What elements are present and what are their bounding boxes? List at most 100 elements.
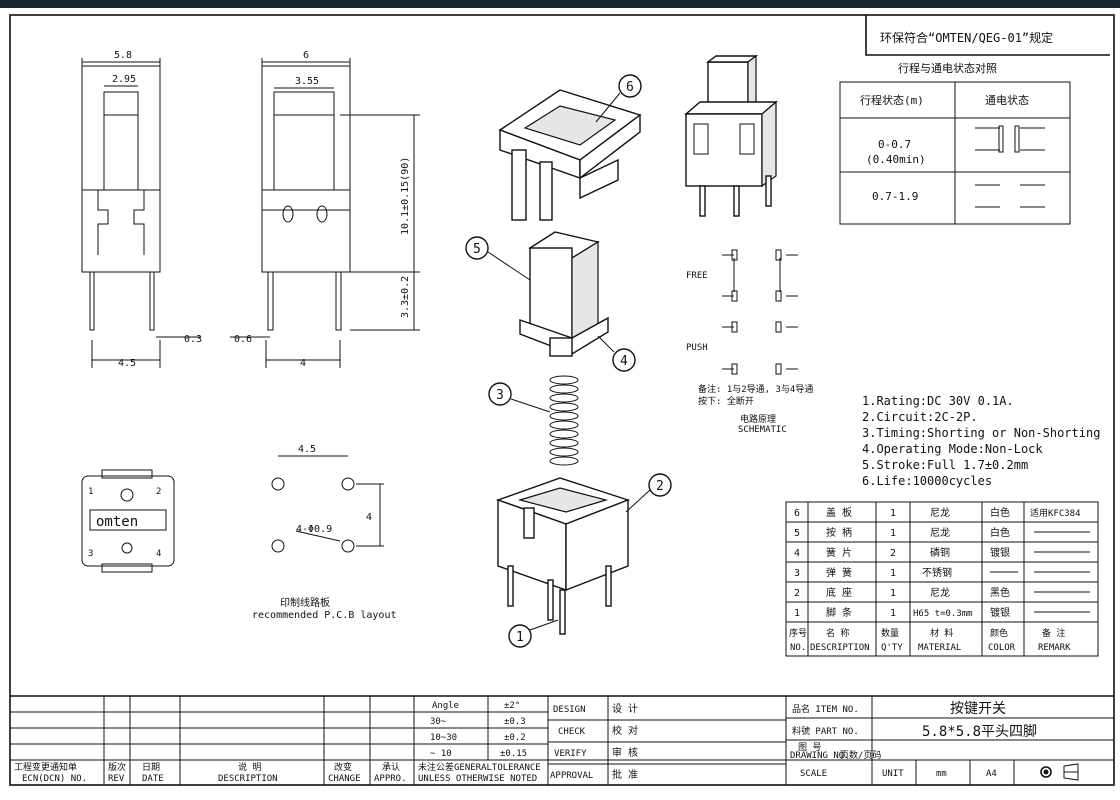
bom-header-material: 材 料 bbox=[930, 627, 953, 639]
pcb-dim-4: 4 bbox=[366, 512, 372, 523]
tb-ecn-en: ECN(DCN) NO. bbox=[22, 774, 87, 784]
compliance-box: 环保符合“OMTEN/QEG-01”规定 bbox=[865, 15, 1110, 56]
callouts: 6 5 4 3 2 1 bbox=[465, 74, 672, 648]
bom-header: 序号 NO. 名 称 DESCRIPTION 数量 Q'TY 材 料 MATER… bbox=[789, 627, 1071, 653]
bom-header-no: 序号 bbox=[789, 627, 807, 639]
bom-qty: 2 bbox=[890, 548, 896, 559]
bom-material: 不锈钢 bbox=[922, 566, 952, 579]
schematic-note2: 按下: 全断开 bbox=[698, 395, 754, 407]
top-pin-2: 2 bbox=[156, 487, 161, 497]
tb-design: DESIGN bbox=[553, 705, 586, 715]
callout-2: 2 bbox=[656, 479, 664, 494]
schematic-subtitle: SCHEMATIC bbox=[738, 425, 787, 435]
bom-no: 5 bbox=[794, 528, 800, 539]
stroke-row2: 0.7-1.9 bbox=[872, 190, 918, 203]
omten-logo: omten bbox=[96, 514, 138, 530]
dim-2-95: 2.95 bbox=[112, 74, 136, 85]
bom-header-remark: 备 注 bbox=[1042, 627, 1065, 639]
callout-6: 6 bbox=[626, 80, 634, 95]
tb-ecn: 工程变更通知单 bbox=[14, 761, 77, 773]
schematic-title: 电路原理 bbox=[740, 413, 776, 425]
bom-material: 尼龙 bbox=[930, 506, 950, 519]
callout-4: 4 bbox=[620, 354, 628, 369]
outer-frame bbox=[9, 14, 1115, 786]
tb-scale: SCALE bbox=[800, 769, 827, 779]
dim-3-55: 3.55 bbox=[295, 76, 319, 87]
bom-row-5: 5 按 柄 1 尼龙 白色 bbox=[794, 526, 1090, 539]
tb-desc-en: DESCRIPTION bbox=[218, 774, 278, 784]
pcb-hole-dim: 4-Φ0.9 bbox=[296, 524, 332, 535]
bom-header-color-en: COLOR bbox=[988, 643, 1016, 653]
bom-name: 按 柄 bbox=[826, 526, 852, 539]
tb-rev: 版次 bbox=[108, 761, 126, 773]
tb-part-value: 5.8*5.8平头四脚 bbox=[922, 724, 1037, 740]
bom-material: 尼龙 bbox=[930, 526, 950, 539]
contact-state-open-icon bbox=[975, 184, 1045, 208]
tb-tol-r1: 30~ bbox=[430, 717, 447, 727]
side-view-left: 5.8 2.95 4.5 0.3 bbox=[81, 50, 202, 369]
tb-item-value: 按键开关 bbox=[950, 701, 1006, 717]
tb-design-cn: 设 计 bbox=[612, 702, 638, 715]
tb-drawing-sub: 页数/页码 bbox=[840, 749, 881, 761]
stroke-table-col1: 行程状态(m) bbox=[860, 93, 924, 107]
bom-header-material-en: MATERIAL bbox=[918, 643, 961, 653]
schematic-free: FREE bbox=[686, 271, 708, 281]
schematic-note1: 备注: 1与2导通, 3与4导通 bbox=[698, 383, 813, 395]
bom-header-no-en: NO. bbox=[790, 643, 806, 653]
tb-tol-r3v: ±0.15 bbox=[500, 749, 527, 759]
callout-3: 3 bbox=[496, 388, 504, 403]
tb-verify: VERIFY bbox=[554, 749, 587, 759]
bom-table: 6 盖 板 1 尼龙 白色 适用KFC384 5 按 柄 1 尼龙 白色 4 簧… bbox=[785, 501, 1099, 657]
bom-color: 镀银 bbox=[990, 546, 1010, 559]
spec-1: 1.Rating:DC 30V 0.1A. bbox=[862, 394, 1014, 408]
bom-header-qty: 数量 bbox=[881, 627, 899, 639]
dim-0-3: 0.3 bbox=[184, 334, 202, 345]
bom-header-name: 名 称 bbox=[826, 627, 849, 639]
bom-row-6: 6 盖 板 1 尼龙 白色 适用KFC384 bbox=[794, 506, 1081, 519]
callout-5: 5 bbox=[473, 242, 481, 257]
pcb-layout: 4.5 4 4-Φ0.9 印制线路板 recommended P.C.B lay… bbox=[252, 444, 397, 621]
bom-no: 4 bbox=[794, 548, 800, 559]
pcb-dim-4-5: 4.5 bbox=[298, 444, 316, 455]
stroke-row1-a: 0-0.7 bbox=[878, 138, 911, 151]
bom-qty: 1 bbox=[890, 588, 896, 599]
bom-color: 黑色 bbox=[990, 586, 1010, 599]
bom-name: 底 座 bbox=[826, 586, 852, 599]
dim-0-6: 0.6 bbox=[234, 334, 252, 345]
pcb-title: 印制线路板 bbox=[280, 596, 330, 609]
tb-tol-r2v: ±0.2 bbox=[504, 733, 526, 743]
tb-tol-note: 未注公差GENERALTOLERANCE bbox=[418, 761, 541, 773]
bom-material: H65 t=0.3mm bbox=[913, 609, 973, 619]
bom-header-qty-en: Q'TY bbox=[881, 643, 903, 653]
stroke-row1-b: (0.40min) bbox=[866, 153, 926, 166]
bom-color: 镀银 bbox=[990, 606, 1010, 619]
dim-5-8: 5.8 bbox=[114, 50, 132, 61]
exploded-view bbox=[495, 89, 642, 635]
top-edge-bar bbox=[0, 0, 1120, 8]
tb-appro: 承认 bbox=[382, 761, 400, 773]
dim-6: 6 bbox=[303, 50, 309, 61]
tb-change: 改变 bbox=[334, 761, 352, 773]
stroke-table-col2: 通电状态 bbox=[985, 93, 1029, 107]
dim-4-5: 4.5 bbox=[118, 358, 136, 369]
tb-size: A4 bbox=[986, 769, 997, 779]
bom-qty: 1 bbox=[890, 568, 896, 579]
tb-tol-r2: 10~30 bbox=[430, 733, 457, 743]
top-pin-4: 4 bbox=[156, 549, 161, 559]
bom-header-name-en: DESCRIPTION bbox=[810, 643, 870, 653]
schematic: FREE PUSH 备注: 1与2导通, 3与4导通 按下: 全断开 电路原理 … bbox=[686, 249, 813, 435]
tb-tol-angle: Angle bbox=[432, 701, 459, 711]
bom-header-color: 颜色 bbox=[990, 627, 1008, 639]
compliance-text: 环保符合“OMTEN/QEG-01”规定 bbox=[880, 30, 1053, 45]
stroke-table-title: 行程与通电状态对照 bbox=[898, 61, 997, 75]
bom-row-3: 3 弹 簧 1 不锈钢 bbox=[794, 566, 1090, 579]
bom-name: 脚 条 bbox=[826, 606, 852, 619]
tb-desc: 说 明 bbox=[238, 761, 261, 773]
top-pin-3: 3 bbox=[88, 549, 93, 559]
tb-approval-cn: 批 准 bbox=[612, 768, 638, 781]
bom-header-remark-en: REMARK bbox=[1038, 643, 1071, 653]
tb-date-en: DATE bbox=[142, 774, 164, 784]
spec-3: 3.Timing:Shorting or Non-Shorting bbox=[862, 426, 1100, 440]
